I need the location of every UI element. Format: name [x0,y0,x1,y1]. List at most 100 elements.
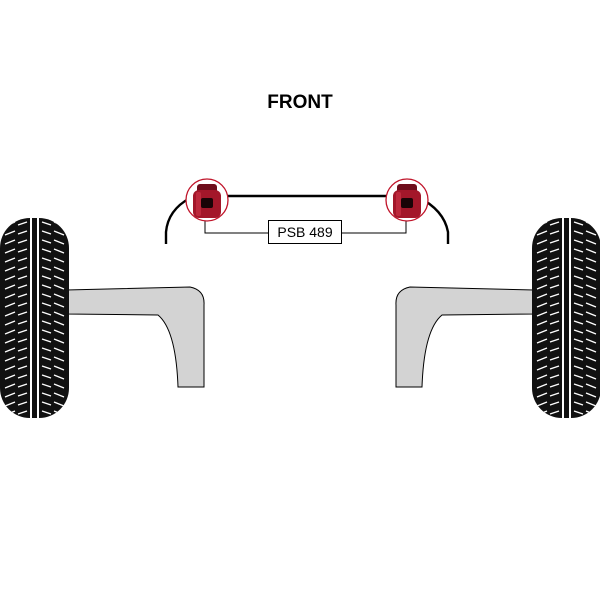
tread-mark [573,257,584,262]
bush-icon [385,178,429,222]
tread-mark [17,257,28,262]
tread-mark [573,410,584,415]
tread-mark [536,392,548,398]
tread-mark [53,356,65,362]
tread-mark [536,374,548,380]
tread-mark [573,320,584,325]
tread-mark [4,230,16,236]
tread-mark [53,320,65,326]
tread-mark [41,383,52,388]
tread-mark [573,383,584,388]
tread-mark [549,329,560,334]
tread-mark [41,293,52,298]
tread-mark [536,356,548,362]
tread-mark [4,383,16,389]
tread-mark [573,275,584,280]
tread-mark [17,410,28,415]
tread-mark [53,392,65,398]
tread-mark [549,392,560,397]
tread-mark [41,320,52,325]
tread-mark [549,320,560,325]
tread-mark [573,374,584,379]
tread-mark [41,266,52,271]
tread-mark [573,266,584,271]
tread-mark [585,275,597,281]
tread-mark [17,347,28,352]
tread-mark [53,284,65,290]
tread-mark [536,365,548,371]
tread-mark [585,392,597,398]
tread-mark [585,329,597,335]
tread-mark [53,275,65,281]
tread-mark [585,356,597,362]
tread-mark [17,329,28,334]
tread-mark [573,239,584,244]
tread-mark [17,275,28,280]
tread-mark [549,239,560,244]
tread-mark [536,311,548,317]
tread-mark [4,356,16,362]
tread-mark [17,356,28,361]
tread-mark [17,392,28,397]
tread-mark [17,401,28,406]
tread-mark [549,302,560,307]
tread-mark [17,311,28,316]
tread-mark [549,338,560,343]
tread-mark [53,401,65,407]
tread-mark [549,374,560,379]
tread-mark [53,329,65,335]
tread-mark [53,293,65,299]
tread-mark [41,329,52,334]
tread-mark [17,365,28,370]
tread-mark [549,410,560,415]
tread-mark [41,284,52,289]
tread-mark [41,410,52,415]
tread-mark [4,311,16,317]
tread-mark [4,302,16,308]
tread-mark [4,320,16,326]
tread-mark [4,257,16,263]
tread-mark [17,230,28,235]
tread-mark [549,266,560,271]
tread-mark [585,401,597,407]
tread-mark [4,293,16,299]
tread-mark [41,347,52,352]
tread-mark [41,221,52,226]
tread-mark [585,302,597,308]
tread-mark [585,311,597,317]
tread-mark [573,347,584,352]
tread-mark [41,230,52,235]
tread-mark [549,383,560,388]
tread-mark [41,311,52,316]
tread-mark [17,302,28,307]
tread-mark [573,356,584,361]
tread-mark [585,320,597,326]
tread-mark [17,383,28,388]
tread-mark [536,320,548,326]
tread-mark [41,392,52,397]
tread-mark [41,374,52,379]
tread-mark [41,365,52,370]
tread-mark [4,347,16,353]
tread-mark [53,311,65,317]
tread-mark [585,338,597,344]
tread-mark [536,248,548,254]
tread-mark [53,266,65,272]
tread-mark [573,329,584,334]
tread-mark [53,257,65,263]
tread-mark [549,248,560,253]
tread-mark [4,248,16,254]
tread-mark [4,284,16,290]
tread-mark [573,248,584,253]
tread-mark [573,311,584,316]
tread-mark [17,284,28,289]
tread-mark [549,230,560,235]
tread-mark [536,275,548,281]
tread-mark [585,266,597,272]
tyre-icon [532,218,600,418]
tread-mark [536,266,548,272]
tread-mark [549,365,560,370]
tread-mark [4,374,16,380]
tread-mark [585,383,597,389]
tread-mark [549,221,560,226]
